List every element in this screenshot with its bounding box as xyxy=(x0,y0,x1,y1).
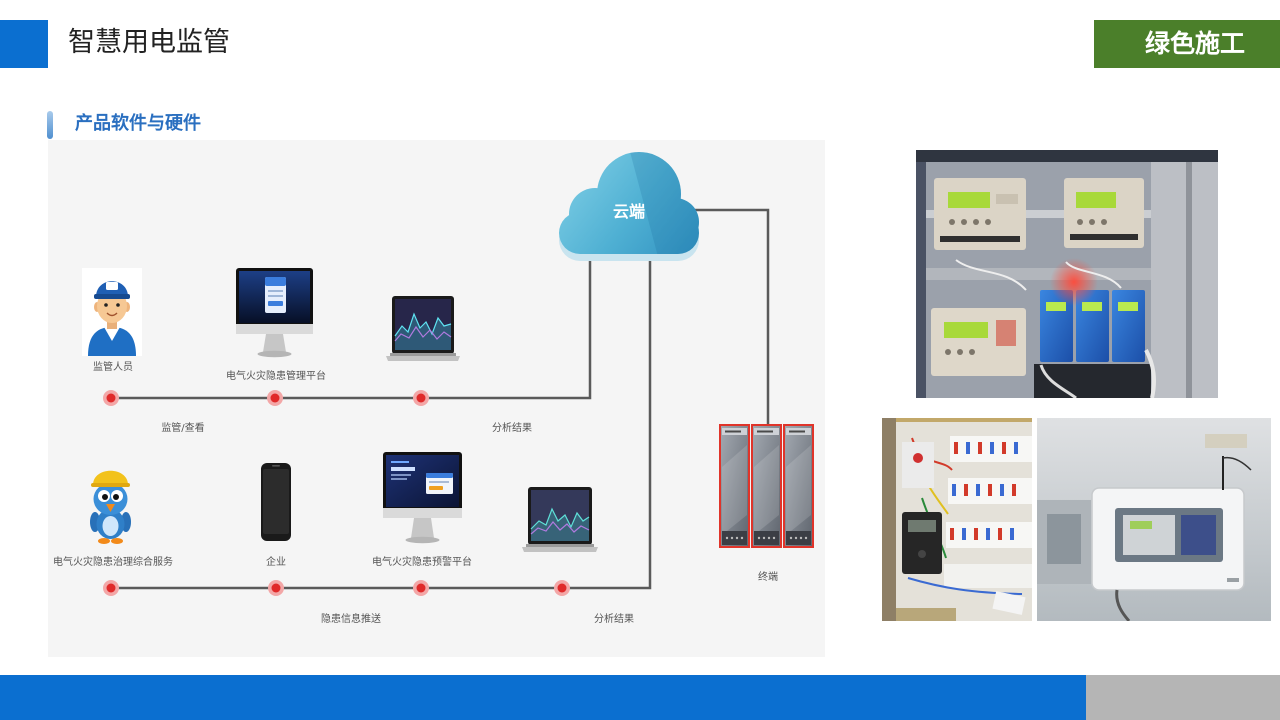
cloud-label: 云端 xyxy=(613,202,645,221)
edge-label-supervise-view: 监管/查看 xyxy=(161,423,205,434)
edge-label-analysis-result-top: 分析结果 xyxy=(492,423,532,434)
laptop-icon xyxy=(522,487,598,552)
electricity-meter xyxy=(902,512,942,574)
laptop-icon xyxy=(386,296,460,361)
server-rack-icon xyxy=(719,424,814,548)
circuit-breaker-row xyxy=(948,478,1032,504)
edge-label-analysis-result-bottom: 分析结果 xyxy=(594,614,634,625)
connector-dot xyxy=(413,580,429,596)
server-unit xyxy=(719,424,750,548)
supervisor-avatar-icon xyxy=(82,268,142,356)
connector-dot xyxy=(103,580,119,596)
power-meter xyxy=(934,178,1026,250)
cloud-to-top-row-line xyxy=(110,252,592,400)
circuit-breaker-row xyxy=(946,522,1032,548)
node-label-management-platform: 电气火灾隐患管理平台 xyxy=(226,371,326,382)
section-title: 产品软件与硬件 xyxy=(75,113,201,134)
meter-cabinet-photo xyxy=(916,150,1218,398)
node-label-warning-platform: 电气火灾隐患预警平台 xyxy=(372,557,472,568)
desktop-monitor-icon xyxy=(383,452,462,544)
page-title: 智慧用电监管 xyxy=(68,27,230,58)
cloud-to-terminal-line xyxy=(684,208,770,427)
edge-label-hazard-push: 隐患信息推送 xyxy=(321,614,381,625)
title-accent-block xyxy=(0,20,48,68)
smartphone-icon xyxy=(261,463,291,541)
connector-dot xyxy=(413,390,429,406)
node-label-remediation-service: 电气火灾隐患治理综合服务 xyxy=(53,557,173,568)
circuit-breaker-row xyxy=(950,436,1032,462)
connector-dot xyxy=(103,390,119,406)
distribution-enclosure xyxy=(1091,487,1245,591)
cloud-icon: 云端 xyxy=(559,152,699,261)
footer-accent xyxy=(1086,675,1280,720)
server-unit xyxy=(783,424,814,548)
connector-dot xyxy=(554,580,570,596)
power-meter xyxy=(1064,178,1144,248)
connection-lines xyxy=(103,208,770,596)
terminal-label: 终端 xyxy=(758,572,778,583)
server-unit xyxy=(751,424,782,548)
circuit-breaker-row xyxy=(944,564,1032,588)
wall-enclosure-photo xyxy=(1037,418,1271,621)
monitoring-module xyxy=(1040,290,1145,362)
side-box xyxy=(1037,500,1091,584)
node-label-enterprise: 企业 xyxy=(266,557,286,568)
power-meter xyxy=(931,308,1026,376)
breaker-box-photo xyxy=(882,418,1032,621)
section-marker xyxy=(47,111,53,139)
connector-dot xyxy=(267,390,283,406)
cloud-to-bottom-row-line xyxy=(110,252,652,590)
footer-bar xyxy=(0,675,1086,720)
category-badge: 绿色施工 xyxy=(1094,20,1280,68)
bird-mascot-icon xyxy=(90,470,131,544)
desktop-monitor-icon xyxy=(236,268,313,358)
architecture-diagram: 云端 xyxy=(48,140,825,657)
connector-dot xyxy=(268,580,284,596)
node-label-supervisor: 监管人员 xyxy=(93,362,133,373)
